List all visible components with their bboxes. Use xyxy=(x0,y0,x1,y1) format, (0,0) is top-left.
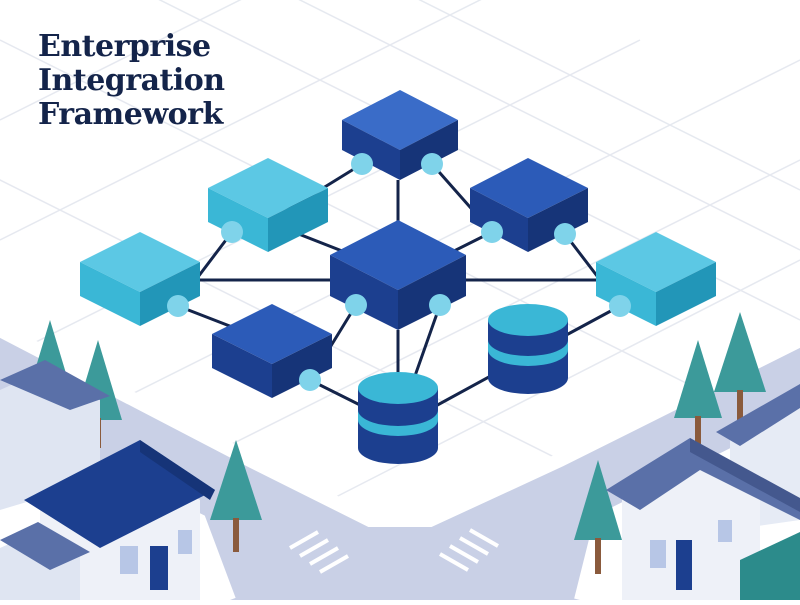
house-left-front xyxy=(0,440,215,600)
top-cube xyxy=(342,90,458,180)
title-line-3: Framework xyxy=(38,97,223,132)
connector-dots xyxy=(167,153,631,391)
left-upper-cube xyxy=(208,158,328,252)
title-line-1: Enterprise xyxy=(38,29,211,64)
tree-right-1 xyxy=(714,312,766,420)
tree-right-2 xyxy=(674,340,722,444)
bottom-left-cube xyxy=(212,304,332,398)
title-line-2: Integration xyxy=(38,63,225,98)
center-cube xyxy=(330,220,466,330)
right-upper-cube xyxy=(470,158,588,252)
house-right-front xyxy=(606,438,800,600)
right-database xyxy=(488,304,568,394)
tree-right-3 xyxy=(574,460,622,574)
tree-mid xyxy=(210,440,262,552)
right-cube xyxy=(596,232,716,326)
bottom-database xyxy=(358,372,438,464)
left-cube xyxy=(80,232,200,326)
page-title: Enterprise Integration Framework xyxy=(38,30,225,132)
